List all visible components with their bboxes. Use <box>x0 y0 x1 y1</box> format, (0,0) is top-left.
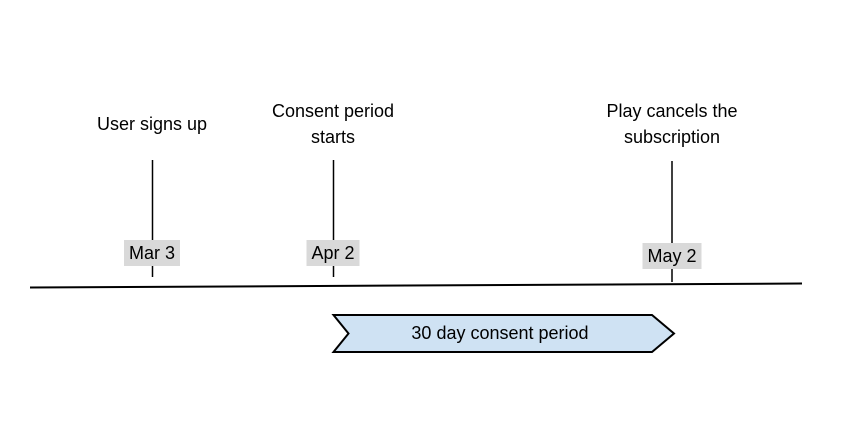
consent-period-ribbon <box>331 314 676 353</box>
event-date-may-2: May 2 <box>642 243 702 269</box>
event-label-play-cancels-subscription: Play cancels the subscription <box>606 101 738 147</box>
timeline-axis <box>29 282 803 289</box>
consent-period-ribbon-label: 30 day consent period <box>411 323 589 343</box>
event-label-user-signs-up: User signs up <box>96 114 208 134</box>
event-label-consent-period-starts: Consent period starts <box>271 101 395 147</box>
event-date-mar-3: Mar 3 <box>123 240 181 266</box>
event-date-apr-2: Apr 2 <box>306 240 360 266</box>
